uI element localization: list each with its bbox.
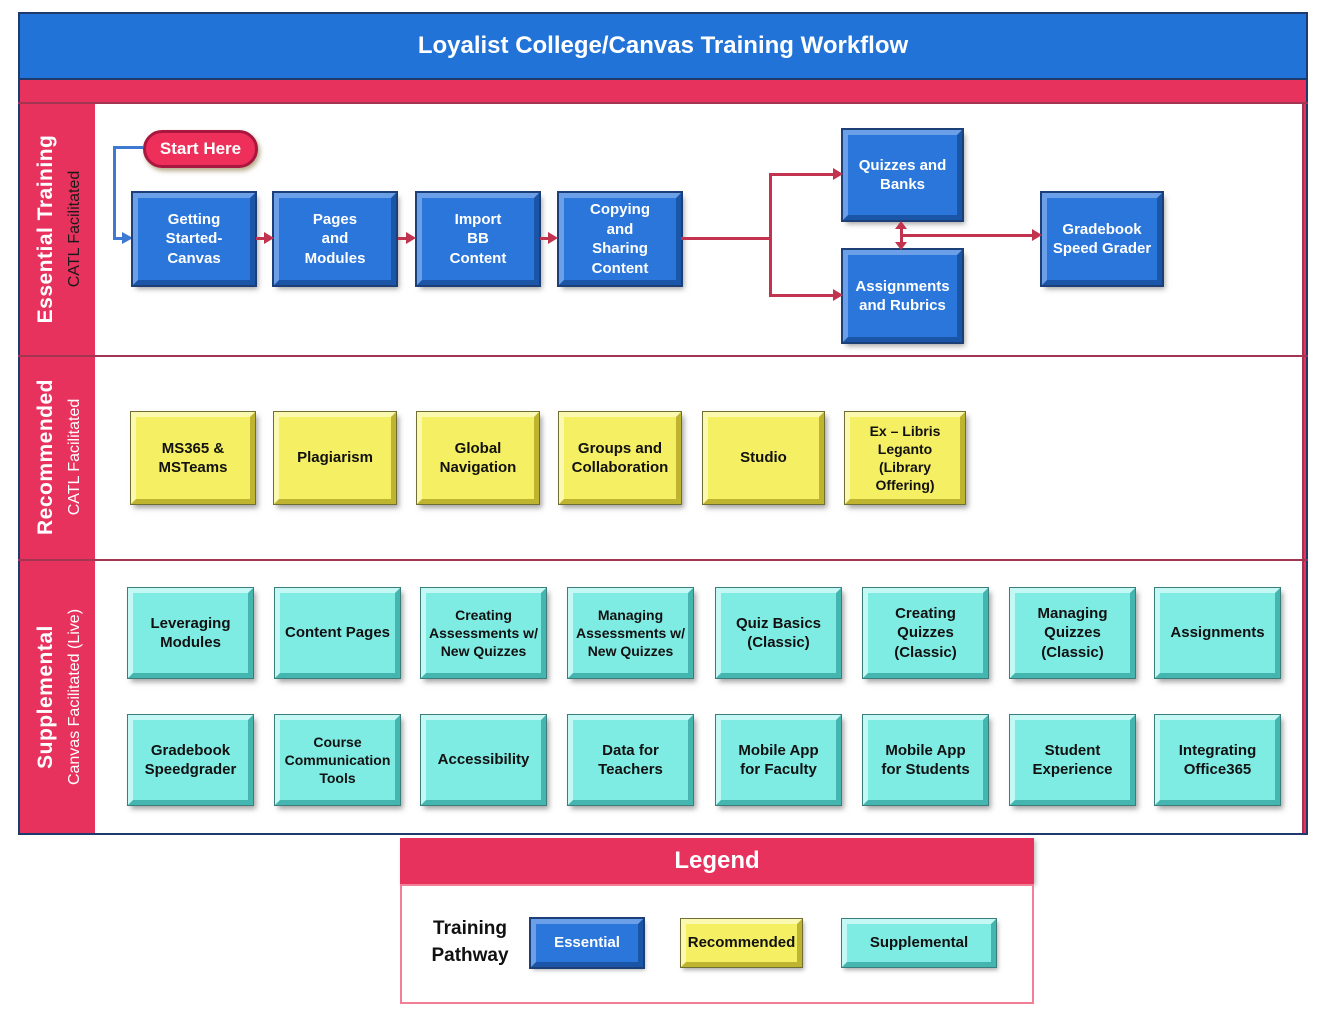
separator-essential-recommended <box>18 355 1308 357</box>
start-connector-into-box <box>113 237 124 240</box>
box-assignments: Assignments <box>1154 587 1281 679</box>
box-leveraging-modules: Leveraging Modules <box>127 587 254 679</box>
box-content-pages: Content Pages <box>274 587 401 679</box>
branch-vertical-line <box>769 174 772 297</box>
double-arrow-down-head-icon <box>895 242 907 250</box>
legend-essential-swatch: Essential <box>529 917 645 969</box>
essential-band-label: Essential Training <box>34 134 57 324</box>
legend-supplemental-swatch: Supplemental <box>841 918 997 968</box>
box-global-navigation: Global Navigation <box>416 411 540 505</box>
recommended-band-label: Recommended <box>34 378 57 536</box>
legend-header: Legend <box>400 838 1034 884</box>
box-quizzes-and-banks: Quizzes and Banks <box>841 128 964 222</box>
box-ex-libris-leganto: Ex – Libris Leganto (Library Offering) <box>844 411 966 505</box>
box-import-bb-content: Import BB Content <box>415 191 541 287</box>
box-managing-assessments-new-quizzes: Managing Assessments w/ New Quizzes <box>567 587 694 679</box>
branch-bottom-head-icon <box>833 289 843 301</box>
start-connector-horizontal <box>113 146 143 149</box>
branch-top-head-icon <box>833 168 843 180</box>
arrow-1-2-line <box>256 237 264 240</box>
box-course-communication-tools: Course Communication Tools <box>274 714 401 806</box>
start-here-pill: Start Here <box>143 130 258 168</box>
separator-recommended-supplemental <box>18 559 1308 561</box>
double-arrow-up-head-icon <box>895 221 907 229</box>
box-managing-quizzes-classic: Managing Quizzes (Classic) <box>1009 587 1136 679</box>
start-arrowhead-icon <box>122 232 133 244</box>
page-title: Loyalist College/Canvas Training Workflo… <box>417 32 909 59</box>
box-creating-assessments-new-quizzes: Creating Assessments w/ New Quizzes <box>420 587 547 679</box>
box-assignments-and-rubrics: Assignments and Rubrics <box>841 248 964 344</box>
box-student-experience: Student Experience <box>1009 714 1136 806</box>
branch-stem-line <box>681 237 771 240</box>
box-getting-started-canvas: Getting Started- Canvas <box>131 191 257 287</box>
box-copying-sharing-content: Copying and Sharing Content <box>557 191 683 287</box>
diagram-title-bar: Loyalist College/Canvas Training Workflo… <box>18 12 1308 80</box>
box-groups-collaboration: Groups and Collaboration <box>558 411 682 505</box>
legend-recommended-swatch: Recommended <box>680 918 803 968</box>
supplemental-facilitator-label: Canvas Facilitated (Live) <box>66 608 83 786</box>
box-pages-and-modules: Pages and Modules <box>272 191 398 287</box>
recommended-facilitator-label: CATL Facilitated <box>66 398 83 516</box>
box-quiz-basics-classic: Quiz Basics (Classic) <box>715 587 842 679</box>
arrow-3-4-head-icon <box>548 232 558 244</box>
box-gradebook-speedgrader: Gradebook Speedgrader <box>127 714 254 806</box>
box-integrating-office365: Integrating Office365 <box>1154 714 1281 806</box>
branch-bottom-line <box>769 294 833 297</box>
box-ms365-msteams: MS365 & MSTeams <box>130 411 256 505</box>
arrow-2-3-line <box>398 237 406 240</box>
legend-title: Legend <box>674 847 760 874</box>
box-data-for-teachers: Data for Teachers <box>567 714 694 806</box>
box-mobile-app-faculty: Mobile App for Faculty <box>715 714 842 806</box>
arrow-2-3-head-icon <box>406 232 416 244</box>
box-studio: Studio <box>702 411 825 505</box>
box-creating-quizzes-classic: Creating Quizzes (Classic) <box>862 587 989 679</box>
arrow-to-gradebook-head-icon <box>1032 229 1042 241</box>
box-accessibility: Accessibility <box>420 714 547 806</box>
separator-top <box>18 102 1308 104</box>
box-plagiarism: Plagiarism <box>273 411 397 505</box>
supplemental-band-label: Supplemental <box>34 625 57 769</box>
start-here-label: Start Here <box>159 139 242 158</box>
box-mobile-app-students: Mobile App for Students <box>862 714 989 806</box>
double-arrow-line <box>900 228 903 243</box>
arrow-to-gradebook-line <box>903 234 1032 237</box>
essential-facilitator-label: CATL Facilitated <box>66 170 83 288</box>
arrow-3-4-line <box>540 237 548 240</box>
legend-pathway-label: Training Pathway <box>431 918 509 966</box>
box-gradebook-speed-grader: Gradebook Speed Grader <box>1040 191 1164 287</box>
start-connector-vertical <box>113 146 116 239</box>
branch-top-line <box>769 173 833 176</box>
arrow-1-2-head-icon <box>264 232 274 244</box>
